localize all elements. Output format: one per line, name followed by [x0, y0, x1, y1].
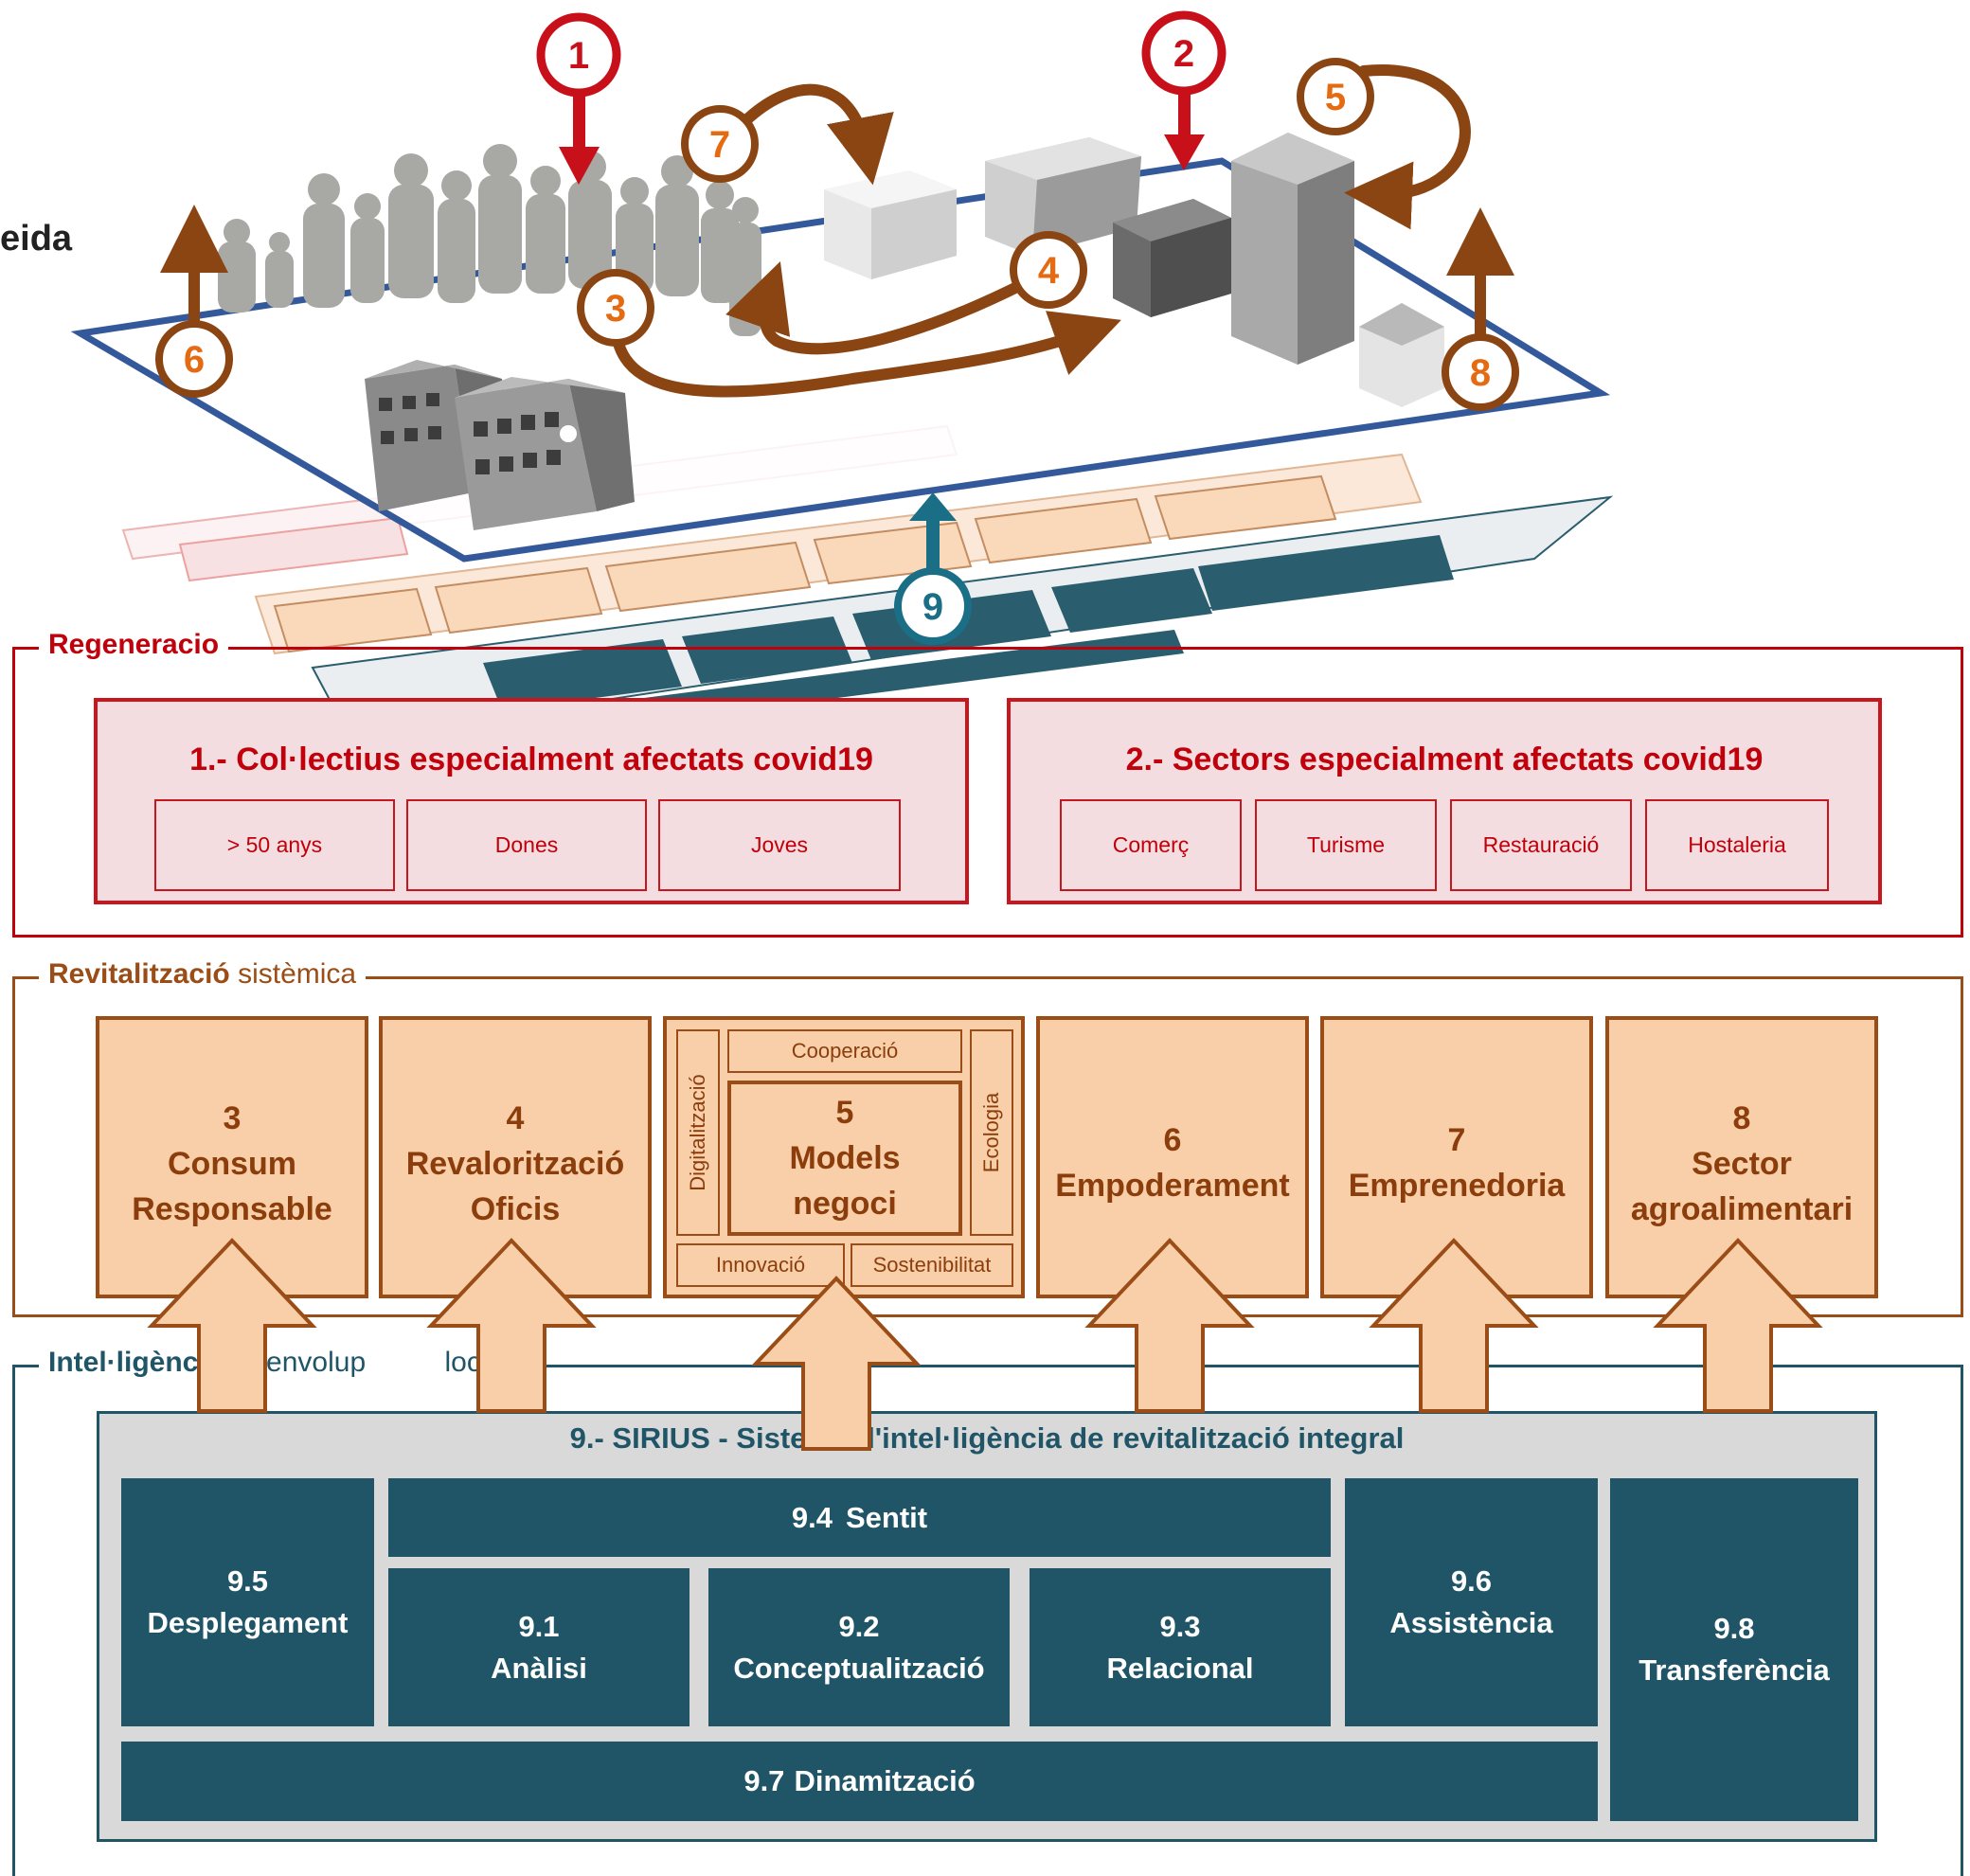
- box-8-line1: Sector: [1692, 1146, 1792, 1182]
- section-title-intelligencia: Intel·ligènc (Desenvolup local): [39, 1347, 523, 1379]
- box-8-num: 8: [1732, 1100, 1751, 1136]
- badge-3: 3: [577, 269, 654, 347]
- section-revitalitzacio: Revitalització sistèmica: [12, 958, 1963, 1317]
- svg-text:7: 7: [709, 124, 730, 166]
- badge-7: 7: [681, 105, 759, 183]
- box-4-line2: Oficis: [470, 1191, 561, 1227]
- models-core: 5 Models negoci: [727, 1081, 962, 1236]
- sirius-title: 9.- SIRIUS - Sistema d'intel·ligència de…: [569, 1421, 1405, 1455]
- faded-layer-orange: [254, 453, 1423, 655]
- arrow-5-loop: [1344, 63, 1471, 230]
- svg-text:8: 8: [1470, 352, 1491, 394]
- section-title-regeneracio: Regeneracio: [39, 629, 229, 661]
- box-4-line1: Revalorització: [405, 1146, 625, 1182]
- box-8-line2: agroalimentari: [1630, 1191, 1854, 1227]
- crowd-silhouette: [218, 144, 761, 336]
- teal-arrow: [909, 492, 957, 582]
- svg-text:9: 9: [922, 586, 943, 628]
- badge-9: 9: [894, 567, 972, 645]
- box-3-num: 3: [223, 1100, 242, 1136]
- badge-2: 2: [1141, 10, 1227, 96]
- svg-text:5: 5: [1325, 77, 1346, 118]
- box-emprenedoria: 7 Emprenedoria: [1320, 1016, 1593, 1298]
- box-6-line1: Empoderament: [1055, 1168, 1290, 1204]
- box-5-line2: negoci: [793, 1186, 897, 1222]
- badge-5: 5: [1297, 58, 1374, 135]
- item-restauracio: Restauració: [1450, 799, 1632, 891]
- sub-sostenibilitat: Sostenibilitat: [851, 1243, 1013, 1287]
- section-regeneracio: Regeneracio: [12, 629, 1963, 938]
- flow-arrows: [160, 63, 1514, 398]
- group-collectius: 1.- Col·lectius especialment afectats co…: [94, 698, 969, 904]
- box-3-line1: Consum: [168, 1146, 296, 1182]
- box-3-line2: Responsable: [132, 1191, 332, 1227]
- box-sector-agroalimentari: 8 Sector agroalimentari: [1605, 1016, 1878, 1298]
- badge-4: 4: [1010, 231, 1087, 309]
- group-sectors: 2.- Sectors especialment afectats covid1…: [1007, 698, 1882, 904]
- box-consum-responsable: 3 Consum Responsable: [96, 1016, 368, 1298]
- box-5-line1: Models: [789, 1140, 901, 1176]
- group-collectius-title: 1.- Col·lectius especialment afectats co…: [189, 741, 873, 777]
- sub-innovacio: Innovació: [676, 1243, 845, 1287]
- sub-digitalitzacio: Digitalització: [676, 1029, 720, 1236]
- section-title-revitalitzacio: Revitalització sistèmica: [39, 958, 367, 991]
- item-joves: Joves: [658, 799, 901, 891]
- svg-text:1: 1: [568, 35, 589, 77]
- box-5-num: 5: [835, 1095, 854, 1131]
- badge-1: 1: [536, 12, 621, 98]
- box-revaloritzacio-oficis: 4 Revalorització Oficis: [379, 1016, 652, 1298]
- badge-8: 8: [1442, 333, 1519, 411]
- box-models-negoci: Cooperació Digitalització Ecologia Innov…: [663, 1016, 1025, 1298]
- sirius-panel: 9.- SIRIUS - Sistema d'intel·ligència de…: [97, 1411, 1877, 1842]
- city-hall-building: [365, 360, 635, 530]
- svg-text:3: 3: [605, 288, 626, 330]
- item-majors-50: > 50 anys: [154, 799, 395, 891]
- box-7-line1: Emprenedoria: [1348, 1168, 1566, 1204]
- item-comerc: Comerç: [1060, 799, 1242, 891]
- sub-cooperacio: Cooperació: [727, 1029, 962, 1073]
- svg-text:2: 2: [1173, 33, 1194, 75]
- red-arrows: [559, 85, 1205, 185]
- group-sectors-title: 2.- Sectors especialment afectats covid1…: [1125, 741, 1764, 777]
- arrow-7-loop: [743, 83, 894, 186]
- arrow-4-to-7: [725, 261, 1029, 355]
- box-4-num: 4: [506, 1100, 525, 1136]
- illustration-canvas: 1 2 3 4 5 6 7 8: [0, 10, 1614, 741]
- cut-off-title: eida: [0, 219, 73, 259]
- item-dones: Dones: [406, 799, 647, 891]
- arrow-3-to-4: [610, 311, 1121, 398]
- item-hostaleria: Hostaleria: [1645, 799, 1829, 891]
- box-6-num: 6: [1163, 1122, 1182, 1158]
- shop-buildings: [824, 133, 1444, 407]
- box-7-num: 7: [1447, 1122, 1466, 1158]
- svg-text:6: 6: [184, 339, 205, 381]
- svg-text:4: 4: [1038, 250, 1060, 292]
- item-turisme: Turisme: [1255, 799, 1437, 891]
- box-empoderament: 6 Empoderament: [1036, 1016, 1309, 1298]
- city-illustration: 1 2 3 4 5 6 7 8: [0, 0, 1970, 777]
- badge-6: 6: [155, 320, 233, 398]
- sub-ecologia: Ecologia: [970, 1029, 1013, 1236]
